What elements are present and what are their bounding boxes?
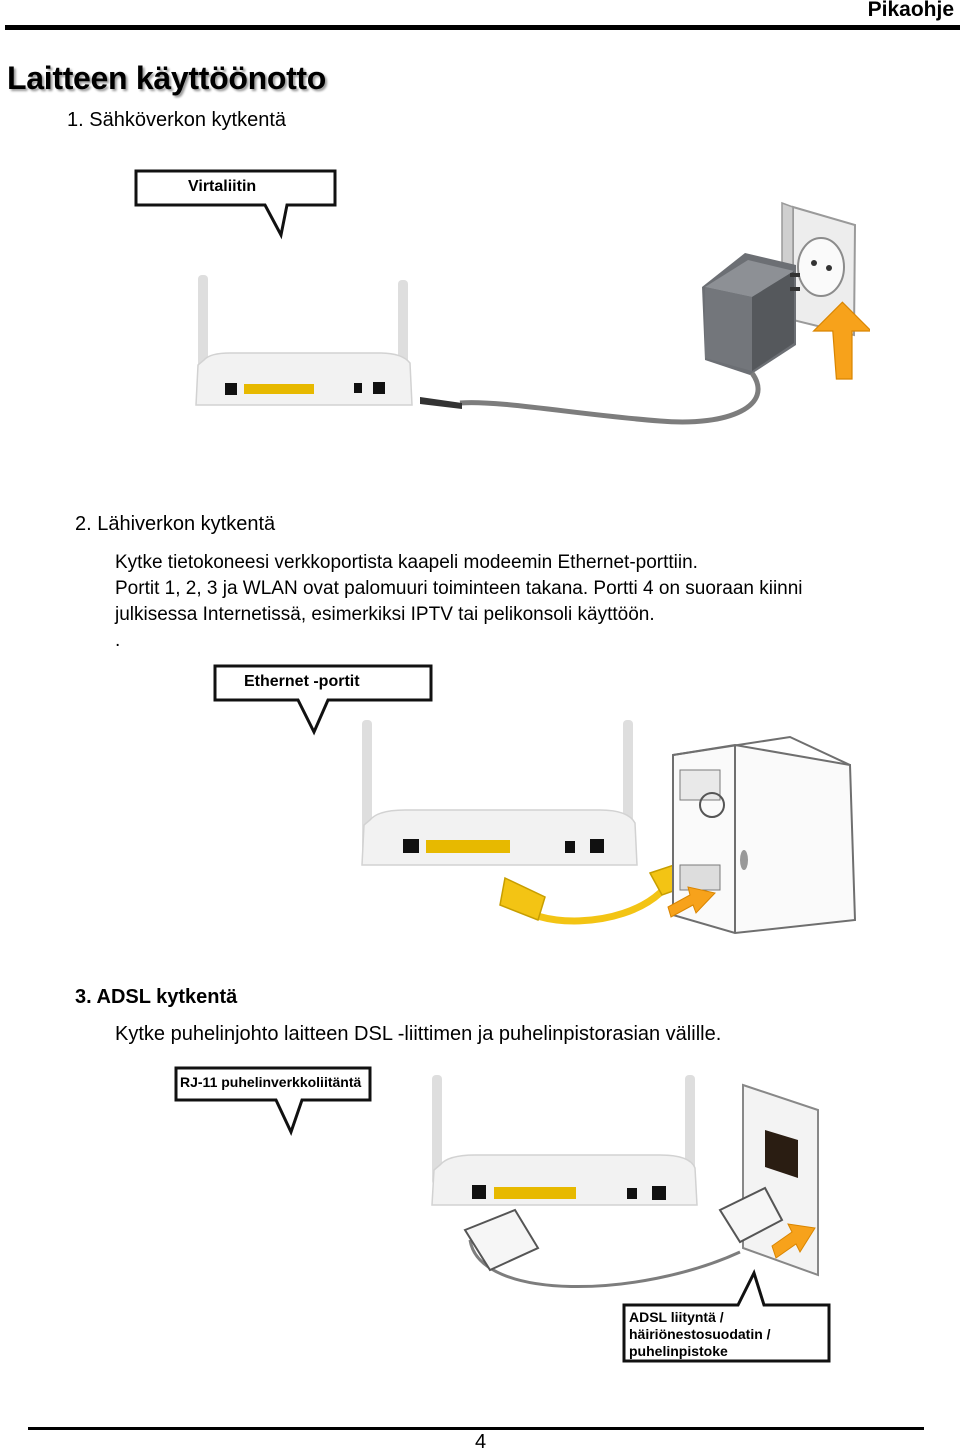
router-icon [195,275,413,406]
callout-bubble-icon [213,664,433,736]
callout-rj11: RJ-11 puhelinverkkoliitäntä [174,1066,374,1136]
callout-virtaliitin-text: Virtaliitin [188,178,257,195]
rj11-plug-icon [463,1208,540,1272]
insert-arrow-icon [771,1223,816,1259]
callout-adsl-line: ADSL liityntä / [629,1309,724,1325]
ethernet-connection-illustration [361,720,857,935]
power-plug-icon [420,397,462,409]
router-icon [361,720,638,866]
callout-bubble-icon [622,1269,831,1363]
callout-rj11-text: RJ-11 puhelinverkkoliitäntä [180,1074,362,1090]
section2-paragraph-line: . [115,630,121,651]
section2-paragraph: Kytke tietokoneesi verkkoportista kaapel… [115,550,935,654]
footer-rule [28,1427,924,1430]
callout-ethernet: Ethernet -portit [213,664,435,736]
rj45-plug-icon [499,876,546,921]
callout-adsl: ADSL liityntä / häiriönestosuodatin / pu… [622,1269,834,1365]
power-adapter-icon [702,253,800,375]
section2-paragraph-line: Kytke tietokoneesi verkkoportista kaapel… [115,552,698,573]
section2-paragraph-line: julkisessa Internetissä, esimerkiksi IPT… [115,604,655,625]
header-label: Pikaohje [867,0,954,21]
callout-bubble-icon [134,169,337,240]
computer-tower-icon [672,735,857,935]
adsl-connection-illustration [431,1075,819,1289]
phone-cable-icon [468,1239,741,1289]
page-number: 4 [475,1431,487,1453]
callout-ethernet-text: Ethernet -portit [244,673,360,690]
router-icon [431,1075,698,1206]
power-cable-icon [459,371,761,425]
wall-socket-icon [781,201,857,337]
callout-adsl-line: puhelinpistoke [629,1343,728,1359]
rj11-plug-icon [718,1186,784,1244]
section2-heading: 2. Lähiverkon kytkentä [75,513,276,535]
section3-paragraph: Kytke puhelinjohto laitteen DSL -liittim… [115,1023,722,1045]
page-title: Laitteen käyttöönotto [7,60,327,96]
insert-arrow-icon [812,301,870,380]
header-rule [5,25,960,30]
section1-heading: 1. Sähköverkon kytkentä [67,109,287,131]
callout-adsl-line: häiriönestosuodatin / [629,1326,771,1342]
section2-paragraph-line: Portit 1, 2, 3 ja WLAN ovat palomuuri to… [115,578,803,599]
callout-virtaliitin: Virtaliitin [134,169,340,241]
power-connection-illustration [195,201,870,425]
insert-arrow-icon [667,886,716,918]
section3-heading: 3. ADSL kytkentä [75,986,238,1008]
callout-bubble-icon [174,1066,372,1136]
